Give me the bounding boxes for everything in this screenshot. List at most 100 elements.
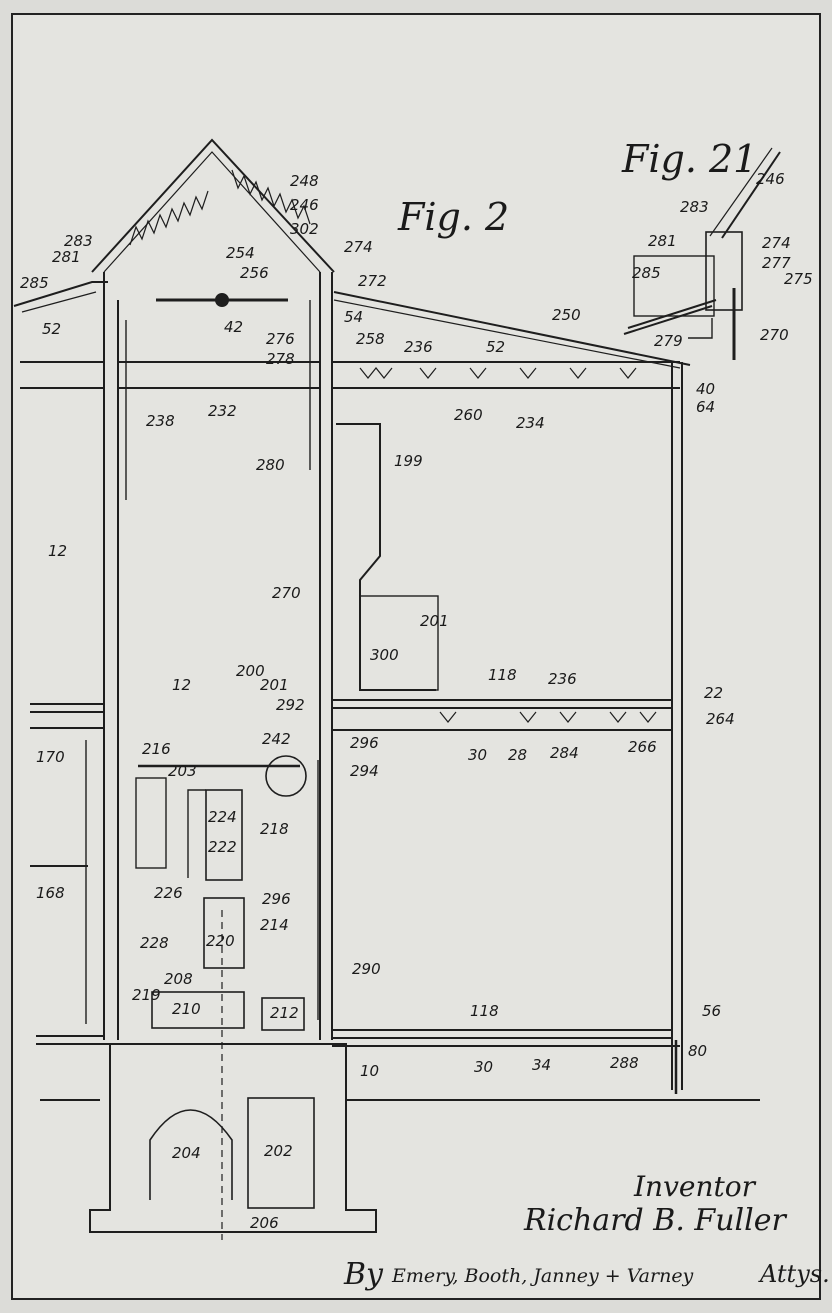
second-sawtooth (439, 711, 657, 723)
ref-label: 216 (142, 740, 171, 758)
ref-label: 296 (262, 890, 291, 908)
ref-label: 52 (42, 320, 61, 338)
roof-peak-inner (103, 151, 321, 273)
ref-label: 212 (270, 1004, 299, 1022)
by-word: By (343, 1257, 384, 1292)
ref-label: 232 (208, 402, 237, 420)
fig21-roof-slope (721, 151, 781, 239)
arch-204 (149, 1109, 233, 1200)
ref-label: 80 (688, 1042, 707, 1060)
ref-label: 201 (420, 612, 449, 630)
right-roof-deck-2 (333, 299, 681, 369)
ref-label: 242 (262, 730, 291, 748)
ref-label: 285 (20, 274, 49, 292)
ref-label: 246 (290, 196, 319, 214)
left-eave-2 (21, 291, 97, 313)
left-floor-2 (30, 703, 104, 713)
roof-trim-right (231, 169, 311, 225)
fig21-housing (705, 231, 743, 311)
ref-label: 118 (488, 666, 517, 684)
ref-label: 270 (272, 584, 301, 602)
ref-label: 288 (610, 1054, 639, 1072)
ref-label: 270 (760, 326, 789, 344)
ref-label: 30 (474, 1058, 493, 1076)
ref-label: 199 (394, 452, 423, 470)
ref-label: 278 (266, 350, 295, 368)
ref-label: 10 (360, 1062, 379, 1080)
pipe-226 (187, 789, 206, 878)
ref-label: 22 (704, 684, 723, 702)
shelf-stack (135, 777, 167, 869)
ref-label: 28 (508, 746, 527, 764)
ref-label: 275 (784, 270, 813, 288)
ref-label: 266 (628, 738, 657, 756)
tank-220 (203, 897, 245, 969)
ref-label: 236 (548, 670, 577, 688)
fig2-section-drawing (13, 138, 760, 1240)
ref-label: 214 (260, 916, 289, 934)
roof-peak (91, 138, 335, 273)
ref-label: 226 (154, 884, 183, 902)
ref-label: 201 (260, 676, 289, 694)
ref-label: 300 (370, 646, 399, 664)
ref-label: 279 (654, 332, 683, 350)
ref-label: 64 (696, 398, 715, 416)
fig21-box-285 (633, 255, 715, 317)
ref-label: 283 (680, 198, 709, 216)
left-eave (13, 281, 108, 307)
ref-label: 283 (64, 232, 93, 250)
ref-label: 42 (224, 318, 243, 336)
fig2-title: Fig. 2 (397, 195, 509, 239)
ref-label: 54 (344, 308, 363, 326)
ref-label: 236 (404, 338, 433, 356)
ref-label: 302 (290, 220, 319, 238)
right-roof-deck (333, 291, 691, 366)
ref-label: 281 (52, 248, 81, 266)
ref-label: 246 (756, 170, 785, 188)
ref-label: 168 (36, 884, 65, 902)
attorneys-suffix: Attys. (758, 1260, 830, 1288)
attorneys-signature: Emery, Booth, Janney + Varney (391, 1265, 694, 1287)
ref-label: 12 (48, 542, 67, 560)
ref-label: 34 (532, 1056, 551, 1074)
fig21-pipe-279 (688, 318, 713, 339)
ref-label: 294 (350, 762, 379, 780)
ref-label: 274 (344, 238, 373, 256)
inventor-name: Richard B. Fuller (523, 1203, 787, 1238)
door-202 (247, 1097, 315, 1209)
ref-label: 264 (706, 710, 735, 728)
ref-label: 238 (146, 412, 175, 430)
ref-label: 248 (290, 172, 319, 190)
ref-label: 204 (172, 1144, 201, 1162)
ref-label: 276 (266, 330, 295, 348)
top-sawtooth (359, 367, 637, 379)
ref-label: 222 (208, 838, 237, 856)
ref-label: 281 (648, 232, 677, 250)
ref-label: 224 (208, 808, 237, 826)
fig21-roof-slope-2 (709, 147, 773, 237)
ref-label: 274 (762, 234, 791, 252)
fig21-title: Fig. 21 (621, 137, 757, 181)
ground-deck (332, 1029, 672, 1039)
ref-label: 218 (260, 820, 289, 838)
cabinet-201 (359, 595, 439, 691)
left-ground-deck (36, 1035, 104, 1045)
ref-label: 40 (696, 380, 715, 398)
roof-trim-left (129, 190, 209, 246)
fig21-detail-drawing (623, 147, 781, 360)
ref-label: 228 (140, 934, 169, 952)
ref-label: 200 (236, 662, 265, 680)
sheet-border (11, 13, 821, 1300)
ref-label: 118 (470, 1002, 499, 1020)
ref-label: 260 (454, 406, 483, 424)
fan-hub (215, 293, 229, 307)
ref-label: 256 (240, 264, 269, 282)
ref-label: 52 (486, 338, 505, 356)
box-212 (261, 997, 305, 1031)
ref-label: 219 (132, 986, 161, 1004)
ref-label: 208 (164, 970, 193, 988)
ref-label: 203 (168, 762, 197, 780)
ref-label: 290 (352, 960, 381, 978)
ref-label: 284 (550, 744, 579, 762)
